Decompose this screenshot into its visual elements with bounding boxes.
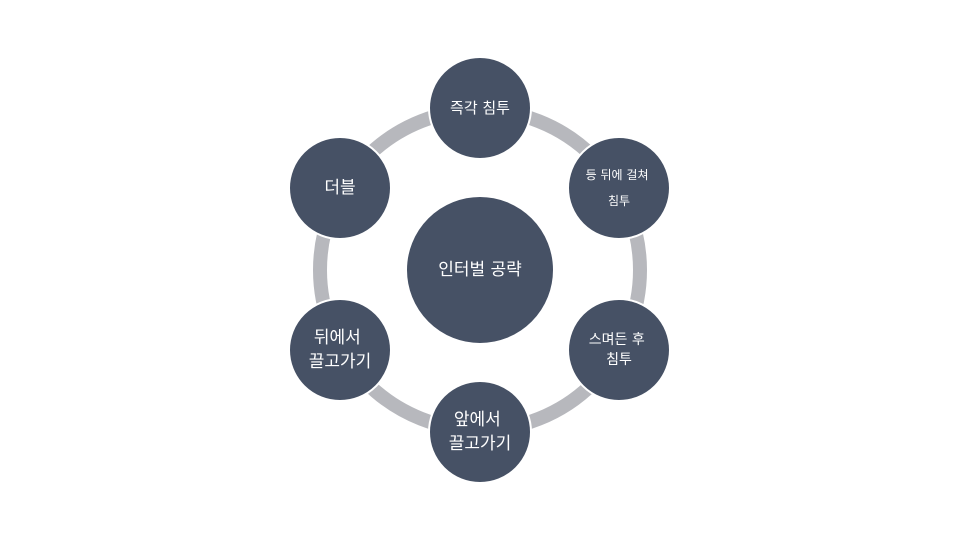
- node-upper-right: 등 뒤에 걸쳐 침투: [567, 136, 671, 240]
- node-label-line: 앞에서: [454, 410, 501, 430]
- node-circle: [288, 136, 392, 240]
- node-circle: [288, 298, 392, 402]
- node-bottom: 앞에서 끌고가기: [428, 380, 532, 484]
- node-top: 즉각 침투: [428, 56, 532, 160]
- node-label-line: 뒤에서: [314, 328, 361, 348]
- center-node: 인터벌 공략: [405, 195, 555, 345]
- node-label: 더블: [324, 178, 355, 198]
- node-label: 즉각 침투: [450, 99, 510, 117]
- node-upper-left: 더블: [288, 136, 392, 240]
- node-circle: [567, 298, 671, 402]
- node-label-line: 침투: [608, 194, 630, 208]
- center-label: 인터벌 공략: [438, 260, 522, 280]
- center-circle: [405, 195, 555, 345]
- node-circle: [428, 380, 532, 484]
- node-label: 앞에서 끌고가기: [449, 410, 512, 454]
- center-label-line: 인터벌 공략: [438, 260, 522, 280]
- node-label: 뒤에서 끌고가기: [309, 328, 372, 372]
- node-label-line: 끌고가기: [449, 434, 512, 454]
- node-label-line: 스며든 후: [589, 332, 645, 348]
- node-label: 스며든 후 침투: [589, 332, 649, 368]
- node-lower-right: 스며든 후 침투: [567, 298, 671, 402]
- node-circle: [567, 136, 671, 240]
- node-label-line: 등 뒤에 걸쳐: [586, 168, 649, 182]
- node-label-line: 끌고가기: [309, 352, 372, 372]
- node-circle: [428, 56, 532, 160]
- node-label-line: 더블: [324, 178, 355, 198]
- node-lower-left: 뒤에서 끌고가기: [288, 298, 392, 402]
- node-label: 등 뒤에 걸쳐 침투: [586, 168, 653, 208]
- node-label-line: 침투: [606, 352, 632, 368]
- node-label-line: 즉각 침투: [450, 99, 510, 117]
